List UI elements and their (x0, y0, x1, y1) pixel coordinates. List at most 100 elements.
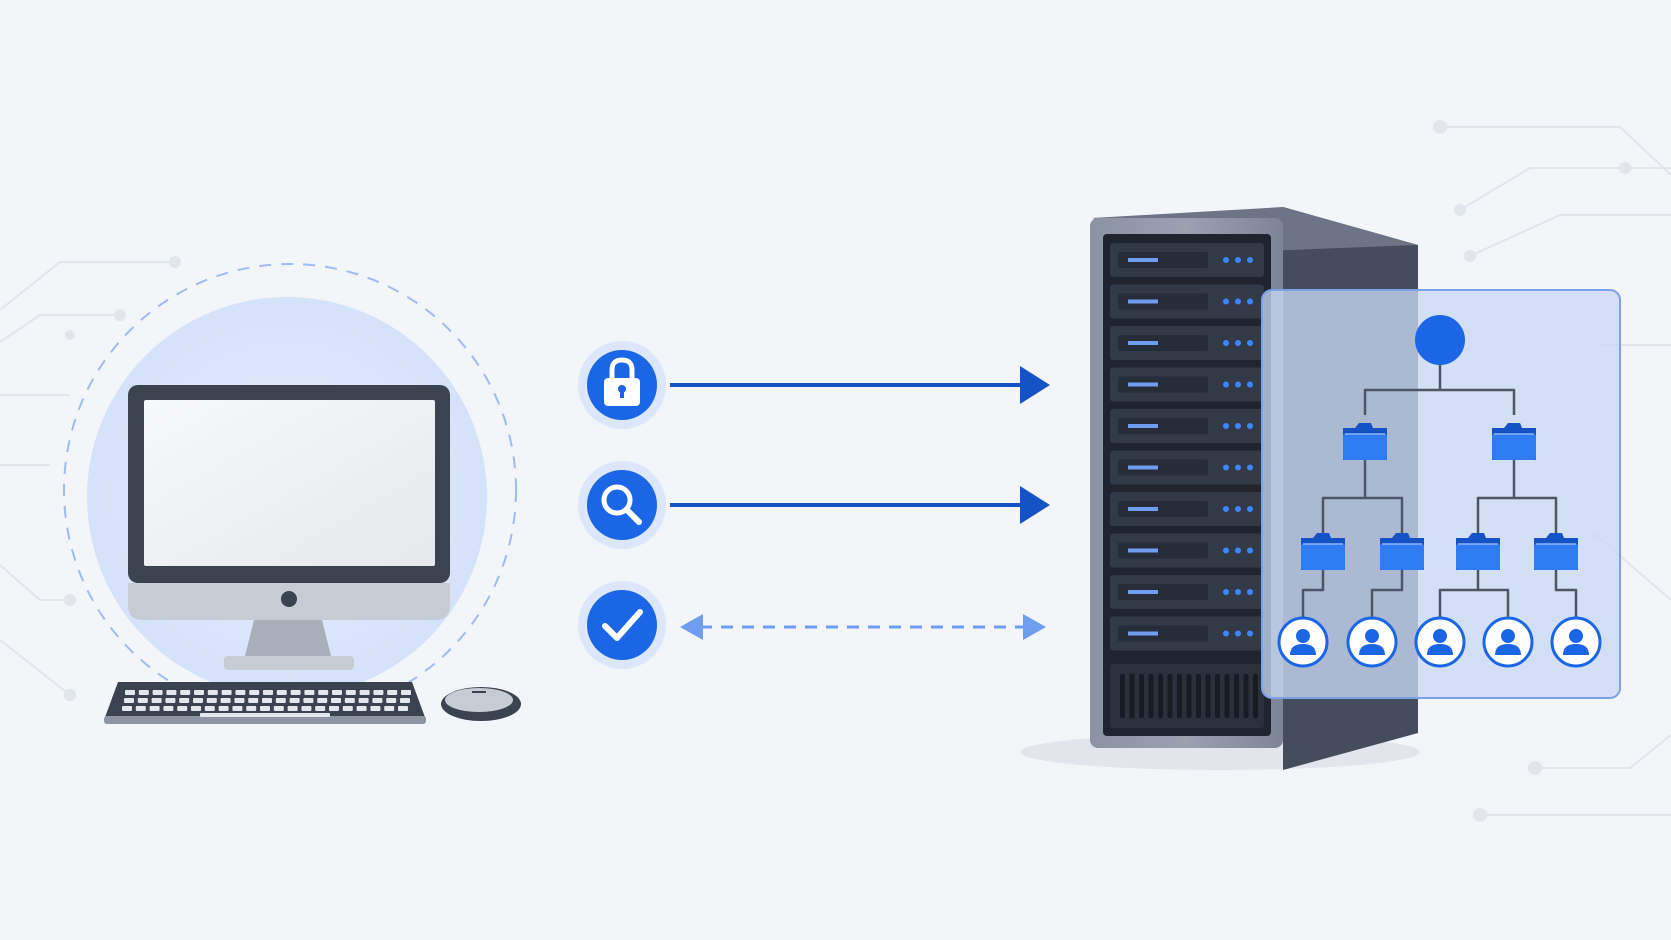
keyboard-key (287, 706, 298, 711)
folder-list (1301, 423, 1578, 570)
magnifier-icon (601, 484, 642, 525)
keyboard-key (332, 690, 342, 695)
server-unit (1110, 326, 1264, 360)
keyboard-key (386, 698, 397, 703)
keyboard-key (342, 706, 353, 711)
keyboard-key (358, 698, 369, 703)
connection-list (578, 341, 1050, 669)
keyboard-key (384, 706, 395, 711)
keyboard-key (235, 690, 246, 695)
keyboard-key (260, 706, 270, 711)
server-status-led (1247, 423, 1253, 429)
keyboard-key (152, 690, 163, 695)
folder-icon (1380, 533, 1424, 570)
keyboard-key (179, 698, 190, 703)
keyboard-key (331, 698, 341, 703)
keyboard-key (318, 690, 329, 695)
server-unit (1110, 367, 1264, 402)
user-icon (1414, 616, 1466, 668)
server-status-led (1247, 547, 1253, 554)
keyboard-key (401, 690, 411, 695)
server-unit (1110, 409, 1264, 443)
keyboard-key (137, 698, 148, 703)
keyboard-key (387, 690, 398, 695)
server-status-led (1223, 464, 1229, 471)
keyboard-key (191, 706, 201, 711)
connection-row-search (578, 461, 1050, 549)
keyboard-key (359, 690, 370, 695)
server-status-led (1247, 506, 1253, 512)
keyboard-key (275, 698, 286, 703)
server-unit (1110, 616, 1264, 651)
server-status-led (1235, 464, 1241, 471)
keyboard-key (232, 706, 243, 711)
keyboard-key (344, 698, 355, 703)
circuit-traces-left (0, 261, 175, 696)
directory-root-node-icon (1415, 315, 1465, 365)
folder-icon (1301, 533, 1345, 570)
keyboard-key (315, 706, 326, 711)
keyboard-key (124, 698, 134, 703)
server-status-led (1247, 464, 1253, 471)
keyboard-key (317, 698, 328, 703)
keyboard-key (194, 690, 204, 695)
user-icon (1550, 616, 1602, 668)
server-unit (1110, 575, 1264, 609)
keyboard-key (276, 690, 287, 695)
server-status-led (1223, 340, 1229, 346)
keyboard-key (356, 706, 367, 711)
keyboard-key (234, 698, 245, 703)
keyboard-key (262, 698, 272, 703)
server-status-led (1235, 423, 1241, 429)
server-status-led (1223, 630, 1229, 637)
server-status-led (1235, 257, 1241, 263)
server-status-led (1235, 547, 1241, 554)
folder-icon (1492, 423, 1536, 460)
mouse-icon (441, 687, 521, 721)
keyboard-key (345, 690, 356, 695)
keyboard-key (398, 706, 408, 711)
user-list (1277, 616, 1602, 668)
server-unit (1110, 492, 1264, 526)
keyboard-key (218, 706, 229, 711)
directory-tree-panel (1261, 289, 1621, 699)
keyboard-key (204, 706, 215, 711)
server-unit (1110, 450, 1264, 485)
keyboard-key (301, 706, 312, 711)
server-unit (1110, 533, 1264, 568)
server-status-led (1235, 298, 1241, 305)
keyboard-key (163, 706, 174, 711)
client-workstation (63, 263, 521, 724)
folder-icon (1343, 423, 1387, 460)
keyboard-key (246, 706, 257, 711)
checkmark-icon-badge (587, 590, 657, 660)
desktop-computer-icon (128, 385, 450, 670)
keyboard-key (125, 690, 135, 695)
keyboard-key (249, 690, 260, 695)
keyboard-key (400, 698, 410, 703)
keyboard-key (303, 698, 314, 703)
server-status-led (1223, 506, 1229, 512)
keyboard-key (221, 690, 232, 695)
server-vent-grille (1110, 664, 1264, 728)
keyboard-key (193, 698, 203, 703)
server-unit (1110, 243, 1264, 277)
folder-icon (1534, 533, 1578, 570)
keyboard-key (138, 690, 149, 695)
keyboard-key (273, 706, 284, 711)
server-status-led (1235, 506, 1241, 512)
keyboard-key (304, 690, 315, 695)
server-status-led (1223, 547, 1229, 554)
keyboard-key (151, 698, 162, 703)
keyboard-key (180, 690, 191, 695)
server-status-led (1235, 381, 1241, 388)
server-status-led (1247, 298, 1253, 305)
server-status-led (1247, 257, 1253, 263)
keyboard-key (135, 706, 146, 711)
keyboard-key (177, 706, 188, 711)
connection-row-auth (578, 341, 1050, 429)
server-status-led (1247, 630, 1253, 637)
server-status-led (1223, 589, 1229, 595)
connection-row-verify (578, 581, 1046, 669)
